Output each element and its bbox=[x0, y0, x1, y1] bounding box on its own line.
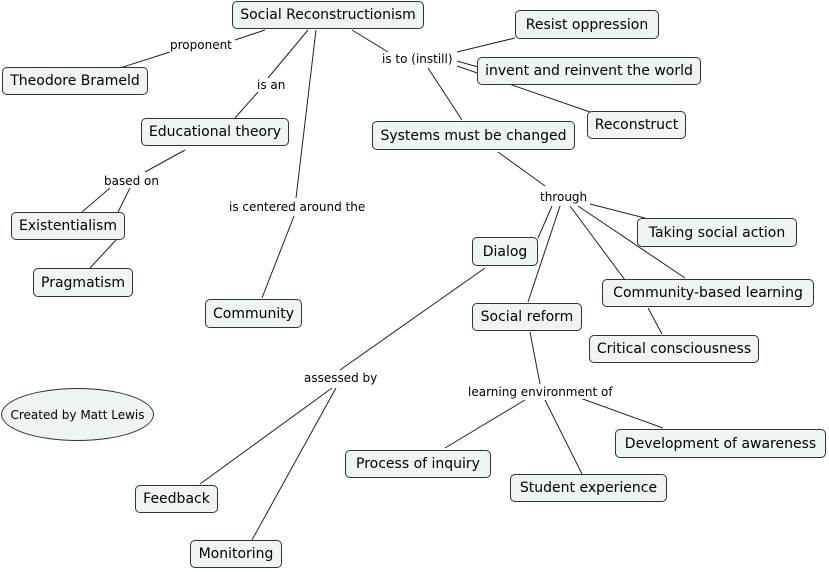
link-proponent: proponent bbox=[168, 38, 234, 52]
link-is-centered-around: is centered around the bbox=[227, 200, 368, 214]
node-social-reconstructionism[interactable]: Social Reconstructionism bbox=[232, 1, 424, 29]
node-student-experience[interactable]: Student experience bbox=[510, 474, 667, 502]
node-community-based-learning[interactable]: Community-based learning bbox=[602, 279, 814, 307]
node-systems-must-be-changed[interactable]: Systems must be changed bbox=[372, 121, 575, 150]
node-process-of-inquiry[interactable]: Process of inquiry bbox=[345, 450, 491, 478]
link-assessed-by: assessed by bbox=[302, 371, 380, 385]
node-taking-social-action[interactable]: Taking social action bbox=[637, 218, 797, 247]
node-reconstruct[interactable]: Reconstruct bbox=[587, 111, 686, 139]
link-is-an: is an bbox=[255, 78, 288, 92]
link-learning-environment-of: learning environment of bbox=[466, 385, 615, 399]
node-existentialism[interactable]: Existentialism bbox=[11, 212, 125, 240]
link-based-on: based on bbox=[102, 174, 161, 188]
node-dialog[interactable]: Dialog bbox=[472, 237, 538, 266]
node-community[interactable]: Community bbox=[205, 299, 302, 328]
node-invent-and-reinvent[interactable]: invent and reinvent the world bbox=[477, 57, 701, 85]
node-theodore-brameld[interactable]: Theodore Brameld bbox=[2, 67, 148, 95]
node-critical-consciousness[interactable]: Critical consciousness bbox=[589, 335, 759, 363]
link-is-to-instill: is to (instill) bbox=[380, 52, 455, 66]
node-social-reform[interactable]: Social reform bbox=[472, 303, 582, 331]
node-resist-oppression[interactable]: Resist oppression bbox=[515, 10, 659, 39]
node-pragmatism[interactable]: Pragmatism bbox=[33, 268, 133, 297]
node-monitoring[interactable]: Monitoring bbox=[190, 540, 282, 568]
node-feedback[interactable]: Feedback bbox=[135, 485, 218, 513]
node-educational-theory[interactable]: Educational theory bbox=[141, 118, 289, 146]
node-created-by[interactable]: Created by Matt Lewis bbox=[1, 388, 154, 441]
node-development-of-awareness[interactable]: Development of awareness bbox=[615, 429, 826, 458]
link-through: through bbox=[538, 190, 590, 204]
